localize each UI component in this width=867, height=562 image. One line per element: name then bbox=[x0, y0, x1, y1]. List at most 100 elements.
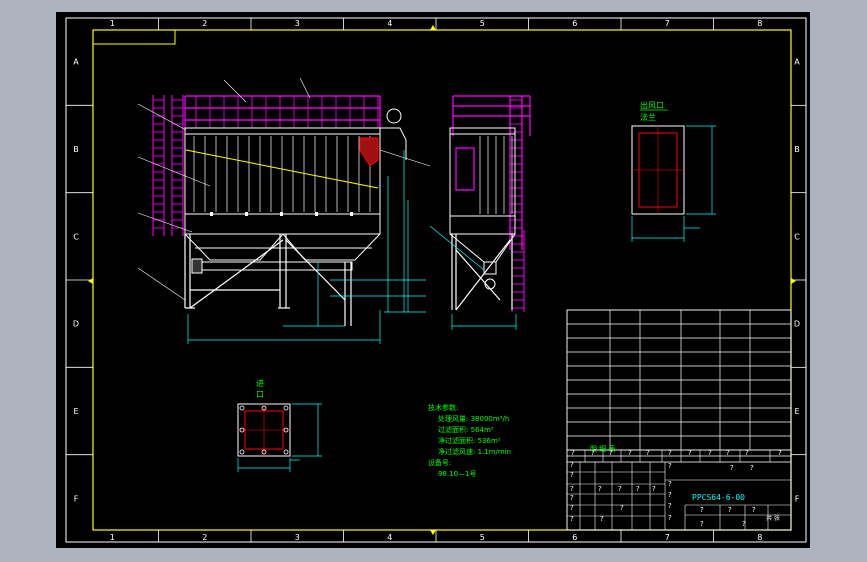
title-block-placeholder: ? bbox=[570, 515, 574, 523]
hoppers bbox=[184, 233, 381, 261]
row-label-left: E bbox=[73, 407, 78, 416]
front-elevation-view bbox=[137, 77, 431, 344]
side-skirt bbox=[449, 215, 516, 235]
title-block-placeholder: ? bbox=[598, 485, 602, 493]
title-block-placeholder: ? bbox=[668, 462, 672, 470]
title-block-placeholder: ? bbox=[618, 485, 622, 493]
title-block-placeholder: ? bbox=[700, 506, 704, 514]
row-label-right: E bbox=[794, 407, 799, 416]
title-block-placeholder: ? bbox=[668, 502, 672, 510]
dimension-lines bbox=[187, 150, 426, 344]
title-block-placeholder: ? bbox=[609, 449, 613, 457]
title-block-placeholder: ? bbox=[628, 449, 632, 457]
title-block-grid bbox=[566, 309, 792, 530]
left-ladder bbox=[152, 95, 184, 236]
row-label-left: C bbox=[73, 232, 79, 241]
skirt-marks bbox=[210, 212, 353, 216]
side-dimensions bbox=[429, 225, 517, 330]
title-block-placeholder: ? bbox=[646, 449, 650, 457]
technical-notes: 技术参数: 处理风量: 38000m³/h 过滤面积: 564m² 净过滤面积: 53… bbox=[428, 403, 511, 478]
column-label-bottom: 3 bbox=[295, 533, 300, 542]
title-block-placeholder: ? bbox=[668, 491, 672, 499]
sheet-mark: 共 张 bbox=[766, 514, 780, 522]
title-block-placeholder: ? bbox=[688, 449, 692, 457]
row-label-right: A bbox=[794, 58, 800, 67]
side-legs bbox=[451, 234, 513, 311]
title-block-placeholder: ? bbox=[668, 449, 672, 457]
side-bag-lines bbox=[479, 136, 513, 214]
row-label-right: B bbox=[794, 145, 800, 154]
title-block-placeholder: ? bbox=[750, 464, 754, 472]
outlet-detail-subtitle: 法兰 bbox=[640, 112, 656, 122]
title-block-placeholder: ? bbox=[636, 485, 640, 493]
title-block-placeholder: ? bbox=[571, 449, 575, 457]
railing-posts bbox=[195, 96, 379, 128]
column-label-bottom: 8 bbox=[757, 533, 762, 542]
row-label-right: D bbox=[794, 320, 800, 329]
title-block-placeholder: ? bbox=[726, 449, 730, 457]
column-label-top: 4 bbox=[387, 19, 392, 28]
column-label-bottom: 1 bbox=[110, 533, 115, 542]
column-label-bottom: 5 bbox=[480, 533, 485, 542]
rotary-valve bbox=[483, 261, 497, 275]
inlet-duct-line bbox=[185, 149, 379, 189]
title-block-placeholder: ? bbox=[752, 506, 756, 514]
inlet-flange-detail: 进 口 bbox=[237, 379, 322, 472]
leader-lines bbox=[137, 77, 431, 301]
sheet-background bbox=[56, 12, 810, 548]
row-label-right: F bbox=[795, 494, 800, 503]
title-block-placeholder: ? bbox=[730, 464, 734, 472]
tech-note-line: 净过滤面积: 536m² bbox=[438, 436, 501, 445]
center-mark-top bbox=[430, 25, 436, 30]
column-label-top: 7 bbox=[665, 19, 670, 28]
title-block-placeholder: ? bbox=[668, 514, 672, 522]
tech-note-line: 净过滤风速: 1.1m/min bbox=[438, 447, 511, 456]
title-block-placeholder: ? bbox=[570, 504, 574, 512]
row-label-left: D bbox=[73, 320, 79, 329]
blower-fan bbox=[386, 108, 402, 124]
title-block-placeholder: ? bbox=[745, 449, 749, 457]
column-label-bottom: 4 bbox=[387, 533, 392, 542]
border-notch bbox=[93, 30, 176, 45]
title-block-placeholder: ? bbox=[700, 520, 704, 528]
side-elevation-view bbox=[429, 95, 531, 330]
tech-note-line: 过滤面积: 564m² bbox=[438, 425, 494, 434]
blower-frame bbox=[380, 127, 407, 160]
title-block-placeholder: ? bbox=[570, 461, 574, 469]
tech-note-line: 技术参数: bbox=[428, 403, 458, 412]
left-ladder-rungs bbox=[153, 99, 183, 229]
column-label-top: 1 bbox=[110, 19, 115, 28]
center-mark-bottom bbox=[430, 530, 436, 535]
inlet-hood bbox=[359, 137, 379, 167]
title-block-placeholder: ? bbox=[570, 471, 574, 479]
title-block-placeholder: ? bbox=[728, 506, 732, 514]
column-label-top: 5 bbox=[480, 19, 485, 28]
title-block-placeholder: ? bbox=[570, 485, 574, 493]
column-label-top: 8 bbox=[757, 19, 762, 28]
parts-list-header: 明 细 表 bbox=[590, 444, 615, 453]
top-railing bbox=[184, 95, 381, 128]
column-label-top: 3 bbox=[295, 19, 300, 28]
tech-note-line: 98.10—1号 bbox=[438, 470, 477, 478]
title-block-placeholder: ? bbox=[708, 449, 712, 457]
outlet-flange-detail: 出风口 法兰 bbox=[631, 100, 716, 242]
inlet-detail-title: 进 bbox=[256, 379, 264, 388]
row-label-right: C bbox=[794, 232, 800, 241]
title-block-placeholder: ? bbox=[591, 449, 595, 457]
title-block-placeholder: ? bbox=[652, 485, 656, 493]
title-block-placeholders: ??????????????????????????????????? bbox=[570, 449, 782, 528]
center-mark-right bbox=[791, 278, 796, 284]
tech-note-line: 设备号: bbox=[428, 458, 451, 467]
title-block-placeholder: ? bbox=[570, 494, 574, 502]
row-label-left: F bbox=[74, 494, 79, 503]
title-block-placeholder: ? bbox=[778, 449, 782, 457]
title-block-placeholder: ? bbox=[742, 520, 746, 528]
drawing-number: PPCS64-6-00 bbox=[692, 493, 745, 502]
tech-note-line: 处理风量: 38000m³/h bbox=[438, 414, 509, 423]
column-label-bottom: 7 bbox=[665, 533, 670, 542]
title-block-placeholder: ? bbox=[620, 504, 624, 512]
title-block-placeholder: ? bbox=[668, 480, 672, 488]
